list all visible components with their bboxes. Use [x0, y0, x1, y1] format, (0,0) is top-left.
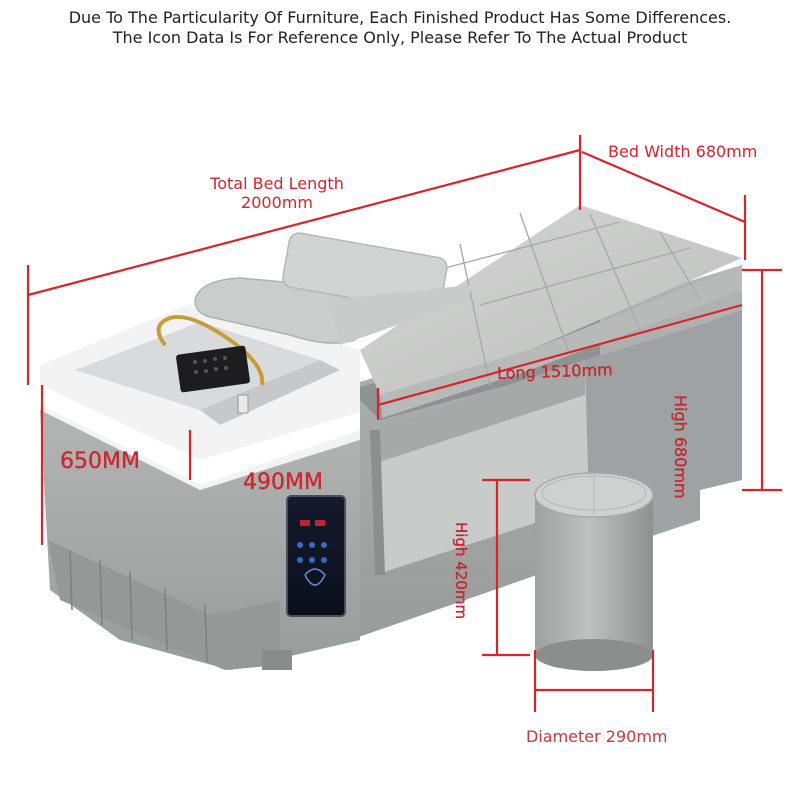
high-bed-label: High 680mm	[671, 395, 690, 499]
basin-width-label: 650MM	[60, 449, 140, 474]
bed-width-label: Bed Width 680mm	[608, 142, 758, 161]
dimension-lines	[26, 135, 782, 712]
total-length-title: Total Bed Length	[210, 174, 344, 193]
total-length-value: 2000mm	[241, 193, 313, 212]
stool	[534, 472, 654, 671]
disclaimer-line-1: Due To The Particularity Of Furniture, E…	[68, 8, 732, 27]
total-length-label: Total Bed Length 2000mm	[206, 174, 348, 212]
long-label: Long 1510mm	[496, 359, 614, 384]
stool-diameter-label: Diameter 290mm	[526, 727, 668, 746]
stool-high-label: High 420mm	[452, 522, 470, 620]
disclaimer-line-2: The Icon Data Is For Reference Only, Ple…	[112, 28, 688, 47]
shower-holder	[156, 315, 265, 386]
control-panel	[286, 495, 346, 617]
basin-depth-label: 490MM	[243, 470, 323, 495]
shower-head-box	[176, 345, 250, 393]
